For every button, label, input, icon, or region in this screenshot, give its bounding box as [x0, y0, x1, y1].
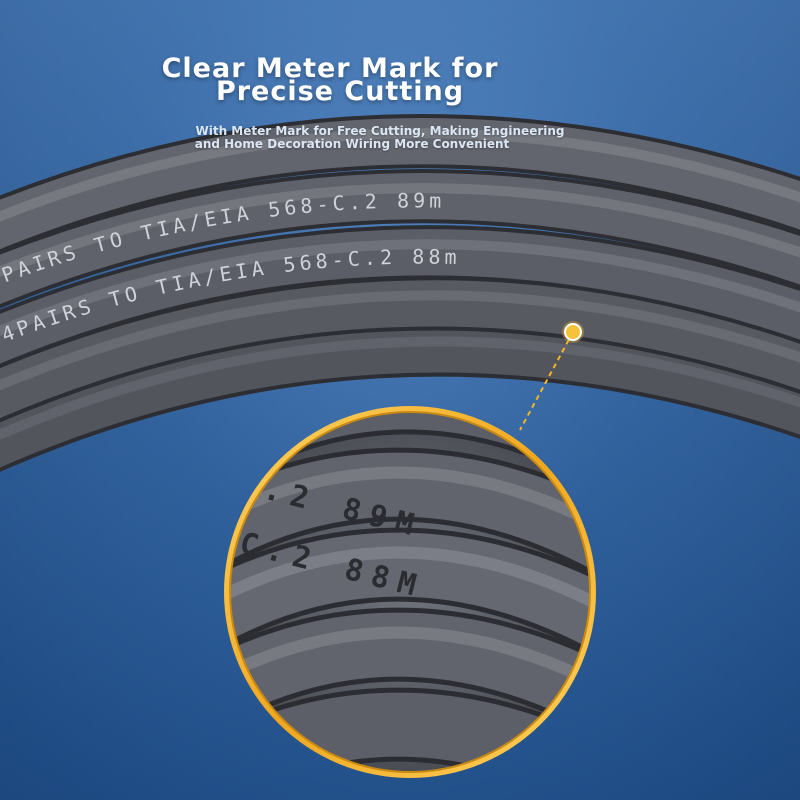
headline-line-1: Clear Meter Mark for [161, 53, 499, 84]
pointer-line [519, 331, 574, 431]
subheadline-line-1: With Meter Mark for Free Cutting, Making… [195, 124, 565, 138]
subheadline-line-2: and Home Decoration Wiring More Convenie… [194, 137, 510, 151]
location-dot-icon [562, 321, 584, 343]
headline-line-2: Precise Cutting [215, 76, 465, 107]
cable-coil [0, 114, 800, 472]
